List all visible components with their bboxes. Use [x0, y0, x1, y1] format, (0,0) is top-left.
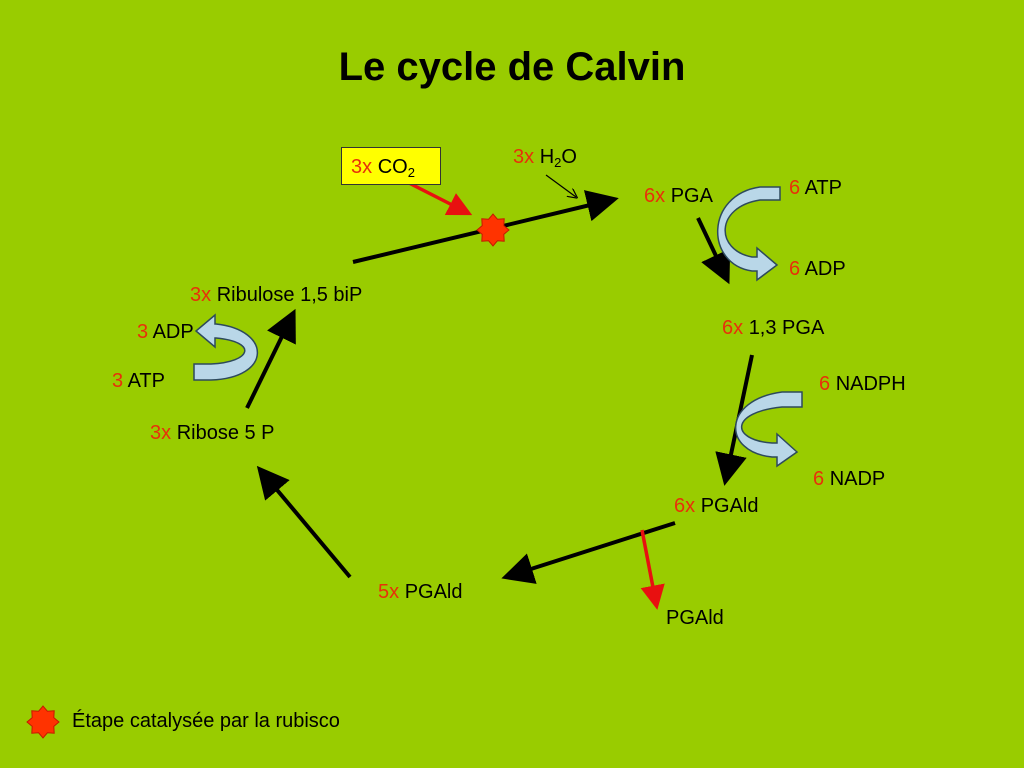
adp6-name: ADP	[804, 258, 846, 280]
arrow-pgald-output	[640, 529, 665, 610]
pgald5-name: PGAld	[404, 581, 463, 603]
compound-pgald-5: 5x PGAld	[378, 580, 463, 604]
atp3-name: ATP	[127, 370, 165, 392]
compound-pga: 6x PGA	[644, 184, 713, 208]
arrow-co2-input	[408, 181, 473, 216]
compound-1-3-pga: 6x 1,3 PGA	[722, 316, 824, 340]
h2o-subscript: 2	[554, 155, 562, 170]
pgald6-coefficient: 6x	[674, 495, 696, 517]
cofactor-nadph-6: 6 NADPH	[819, 372, 906, 396]
ribose5p-coefficient: 3x	[150, 422, 172, 444]
pga-coefficient: 6x	[644, 185, 666, 207]
bpga-name: 1,3 PGA	[748, 317, 825, 339]
atp6-name: ATP	[804, 177, 842, 199]
compound-ribulose-bip: 3x Ribulose 1,5 biP	[190, 283, 362, 307]
adp3-name: ADP	[152, 321, 194, 343]
compound-ribose-5p: 3x Ribose 5 P	[150, 421, 275, 445]
nadp6-name: NADP	[829, 468, 886, 490]
pgald5-coefficient: 5x	[378, 581, 400, 603]
nadph6-coefficient: 6	[819, 373, 831, 395]
adp6-coefficient: 6	[789, 258, 801, 280]
ribose5p-name: Ribose 5 P	[176, 422, 275, 444]
h2o-coefficient: 3x	[513, 146, 535, 168]
cofactor-atp-3: 3 ATP	[112, 369, 165, 393]
co2-name: CO	[377, 156, 408, 178]
h2o-label: 3x H2O	[513, 145, 577, 169]
atp-adp-curved-arrow	[717, 186, 781, 282]
pga-name: PGA	[670, 185, 713, 207]
compound-pgald-output: PGAld	[666, 606, 724, 630]
cofactor-adp-3: 3 ADP	[137, 320, 194, 344]
nadph6-name: NADPH	[835, 373, 906, 395]
legend-rubisco-star-icon	[26, 705, 60, 739]
h2o-name-h: H	[539, 146, 555, 168]
rubp-name: Ribulose 1,5 biP	[216, 284, 363, 306]
co2-input-box: 3x CO2	[341, 147, 441, 185]
arrow-ribose-to-rubp	[245, 308, 296, 409]
legend-text: Étape catalysée par la rubisco	[72, 710, 340, 732]
arrow-pga-to-bpga	[696, 217, 731, 285]
bpga-coefficient: 6x	[722, 317, 744, 339]
cofactor-nadp-6: 6 NADP	[813, 467, 885, 491]
arrow-pgald5-to-ribose	[256, 465, 352, 579]
compound-pgald-6: 6x PGAld	[674, 494, 759, 518]
cofactor-adp-6: 6 ADP	[789, 257, 846, 281]
page-title: Le cycle de Calvin	[338, 45, 686, 89]
atp6-coefficient: 6	[789, 177, 801, 199]
arrow-h2o-input	[545, 174, 576, 197]
atp3-coefficient: 3	[112, 370, 124, 392]
adp3-coefficient: 3	[137, 321, 149, 343]
arrow-pgald6-to-pgald5	[501, 521, 676, 584]
rubisco-star-icon	[476, 213, 510, 247]
pgald-output-name: PGAld	[666, 607, 724, 629]
co2-subscript: 2	[407, 165, 415, 180]
rubp-coefficient: 3x	[190, 284, 212, 306]
nadph-nadp-curved-arrow	[734, 391, 803, 468]
pgald6-name: PGAld	[700, 495, 759, 517]
h2o-name-o: O	[561, 146, 577, 168]
cofactor-atp-6: 6 ATP	[789, 176, 842, 200]
co2-coefficient: 3x	[351, 156, 373, 178]
atp-adp-regeneration-curved-arrow	[193, 313, 259, 381]
nadp6-coefficient: 6	[813, 468, 825, 490]
